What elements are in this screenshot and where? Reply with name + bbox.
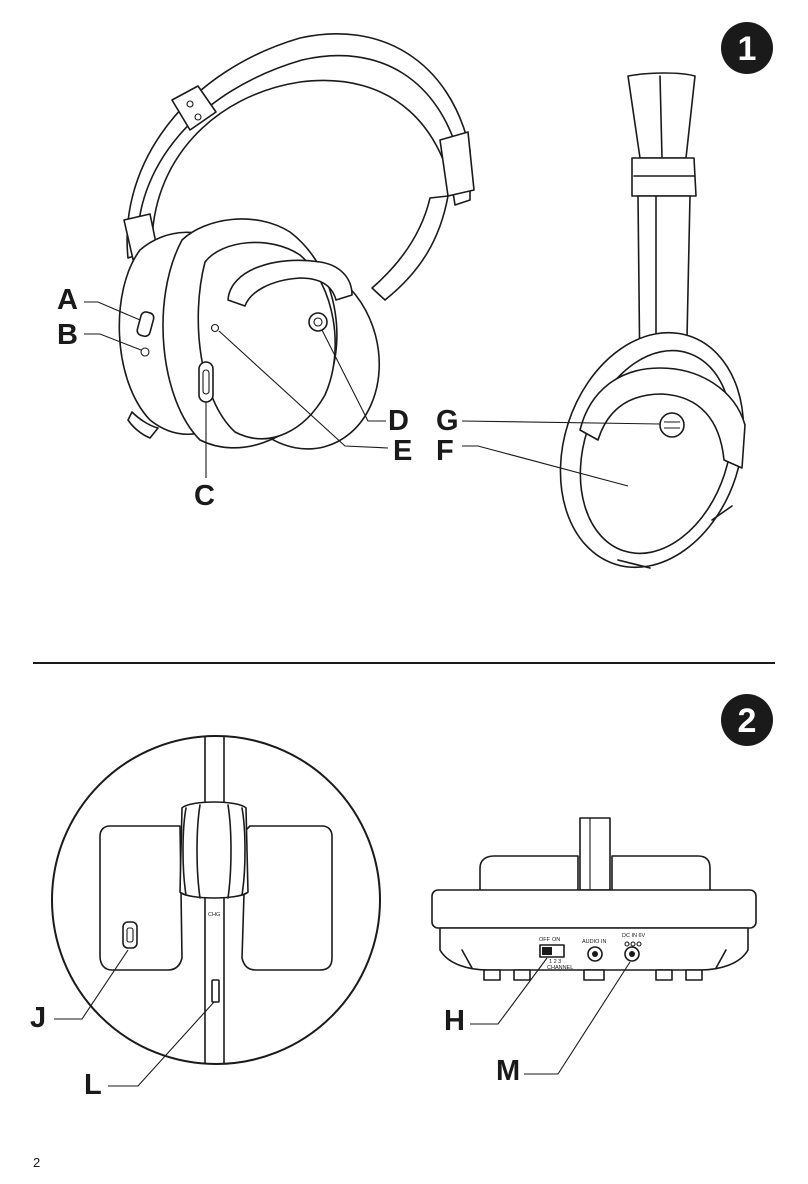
svg-text:ON: ON bbox=[552, 937, 560, 943]
svg-text:DC IN 6V: DC IN 6V bbox=[622, 933, 646, 939]
callout-a: A bbox=[57, 284, 78, 316]
channel-switch-h: OFF ON 1 2 3 CHANNEL bbox=[539, 937, 573, 971]
indicator-e bbox=[210, 323, 220, 333]
callout-h: H bbox=[444, 1005, 465, 1037]
figure-2-callouts: J L H M bbox=[30, 949, 631, 1101]
jack-g bbox=[659, 412, 685, 438]
port-c bbox=[198, 361, 214, 403]
headphones-three-quarter-view bbox=[118, 33, 475, 450]
callout-l: L bbox=[84, 1069, 102, 1101]
magnified-cup-detail: CHG bbox=[51, 735, 381, 1065]
figure-1-callouts: A B C D E G F bbox=[57, 284, 661, 512]
svg-text:AUDIO IN: AUDIO IN bbox=[582, 939, 606, 945]
callout-c: C bbox=[194, 480, 215, 512]
transmitter-base: OFF ON 1 2 3 CHANNEL AUDIO IN DC IN 6V bbox=[431, 817, 757, 981]
figure-1: 1 bbox=[57, 22, 773, 569]
headphones-side-view bbox=[559, 72, 746, 569]
headband-hinge-right bbox=[439, 131, 475, 197]
chg-label: CHG bbox=[208, 912, 220, 918]
callout-j: J bbox=[30, 1002, 46, 1034]
headband-hinge-left bbox=[171, 85, 217, 131]
dc-in-jack-m: DC IN 6V bbox=[622, 933, 646, 962]
svg-text:1 2 3: 1 2 3 bbox=[549, 959, 561, 965]
charging-contact-l bbox=[211, 979, 220, 1003]
svg-text:1: 1 bbox=[738, 30, 757, 68]
callout-g: G bbox=[436, 405, 459, 437]
figure-2-badge: 2 bbox=[721, 694, 773, 746]
callout-d: D bbox=[388, 405, 409, 437]
svg-text:CHANNEL: CHANNEL bbox=[547, 965, 573, 971]
base-post bbox=[579, 817, 611, 891]
callout-m: M bbox=[496, 1055, 520, 1087]
callout-e: E bbox=[393, 435, 412, 467]
headphone-jack-d bbox=[308, 312, 328, 332]
switch-a bbox=[136, 311, 155, 338]
led-b bbox=[140, 347, 150, 357]
svg-text:OFF: OFF bbox=[539, 937, 551, 943]
callout-b: B bbox=[57, 319, 78, 351]
base-top-slab bbox=[431, 889, 757, 929]
figure-2: 2 bbox=[30, 694, 773, 1101]
callout-f: F bbox=[436, 435, 454, 467]
svg-text:2: 2 bbox=[738, 702, 757, 740]
page-number: 2 bbox=[33, 1155, 40, 1170]
figure-1-badge: 1 bbox=[721, 22, 773, 74]
audio-in-jack: AUDIO IN bbox=[582, 939, 606, 962]
port-j bbox=[122, 921, 138, 949]
